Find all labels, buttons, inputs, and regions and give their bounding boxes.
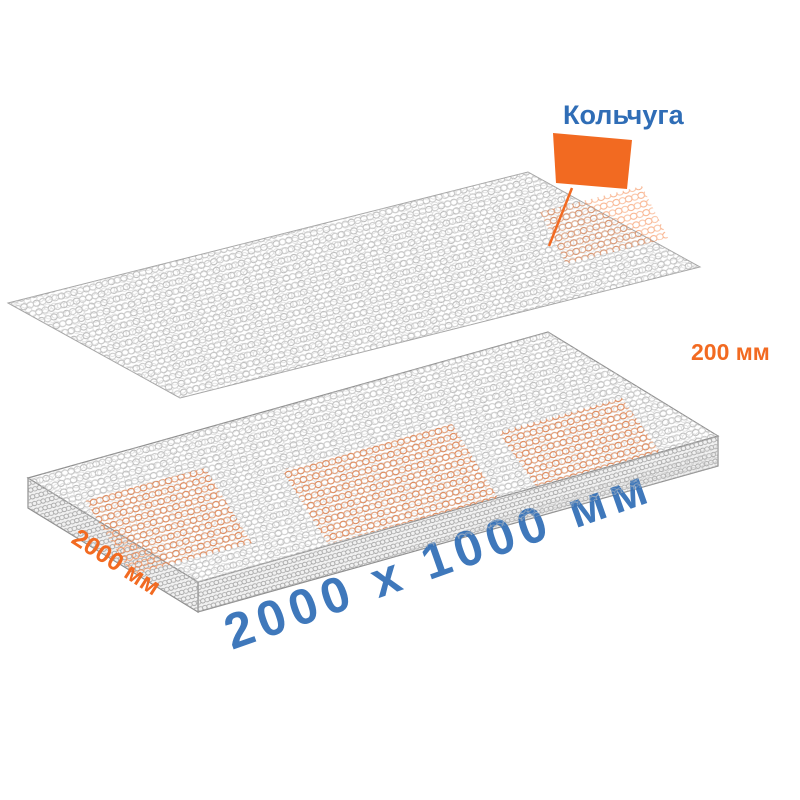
highlight-patch xyxy=(85,468,252,575)
highlight-patch xyxy=(282,424,498,544)
dimension-right-label: 200 мм xyxy=(691,339,770,365)
callout-pointer-line xyxy=(547,187,574,247)
highlight-patch xyxy=(540,186,668,264)
highlight-patch xyxy=(498,398,660,486)
callout-label: Кольчуга xyxy=(563,100,685,130)
callout-box xyxy=(553,133,632,189)
mesh-panel xyxy=(26,331,720,614)
callout: Кольчуга xyxy=(547,100,685,247)
top-mesh-sheet xyxy=(6,171,702,399)
